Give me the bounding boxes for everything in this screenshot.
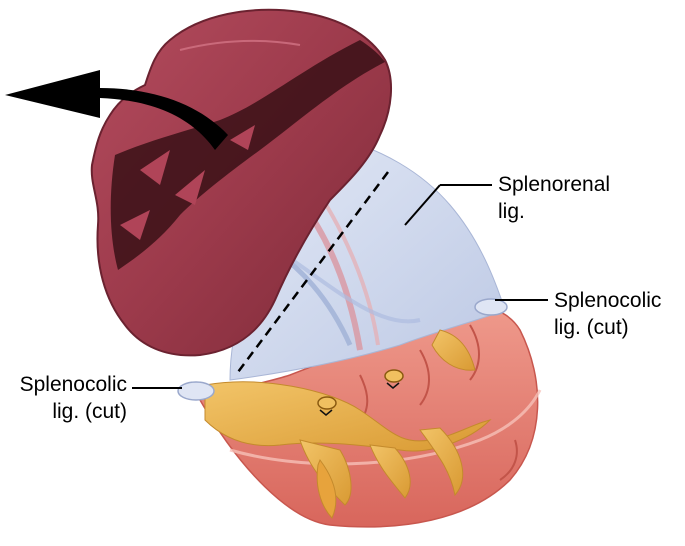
- label-splenocolic-ligament-right: Splenocolic lig. (cut): [554, 287, 661, 341]
- retraction-arrow: [5, 70, 228, 150]
- label-splenocolic-ligament-left: Splenocolic lig. (cut): [2, 371, 127, 425]
- ligature-1: [317, 396, 337, 416]
- label-splenocolic-right-line1: Splenocolic: [554, 289, 662, 312]
- ligature-2: [384, 369, 404, 389]
- leader-line-splenorenal-diag: [404, 184, 441, 226]
- ligament-stump-right: [474, 298, 508, 316]
- label-splenorenal-line1: Splenorenal: [498, 173, 611, 196]
- ligament-stump-left: [177, 381, 215, 401]
- label-splenocolic-right-line2: lig. (cut): [554, 316, 629, 339]
- incision-dashed-line: [237, 171, 389, 373]
- label-splenorenal-line2: lig.: [498, 200, 525, 223]
- label-splenorenal-ligament: Splenorenal lig.: [498, 171, 610, 225]
- label-splenocolic-left-line2: lig. (cut): [52, 400, 127, 423]
- spleen: [90, 8, 392, 357]
- fat-appendices: [204, 329, 492, 519]
- label-splenocolic-left-line1: Splenocolic: [19, 373, 127, 396]
